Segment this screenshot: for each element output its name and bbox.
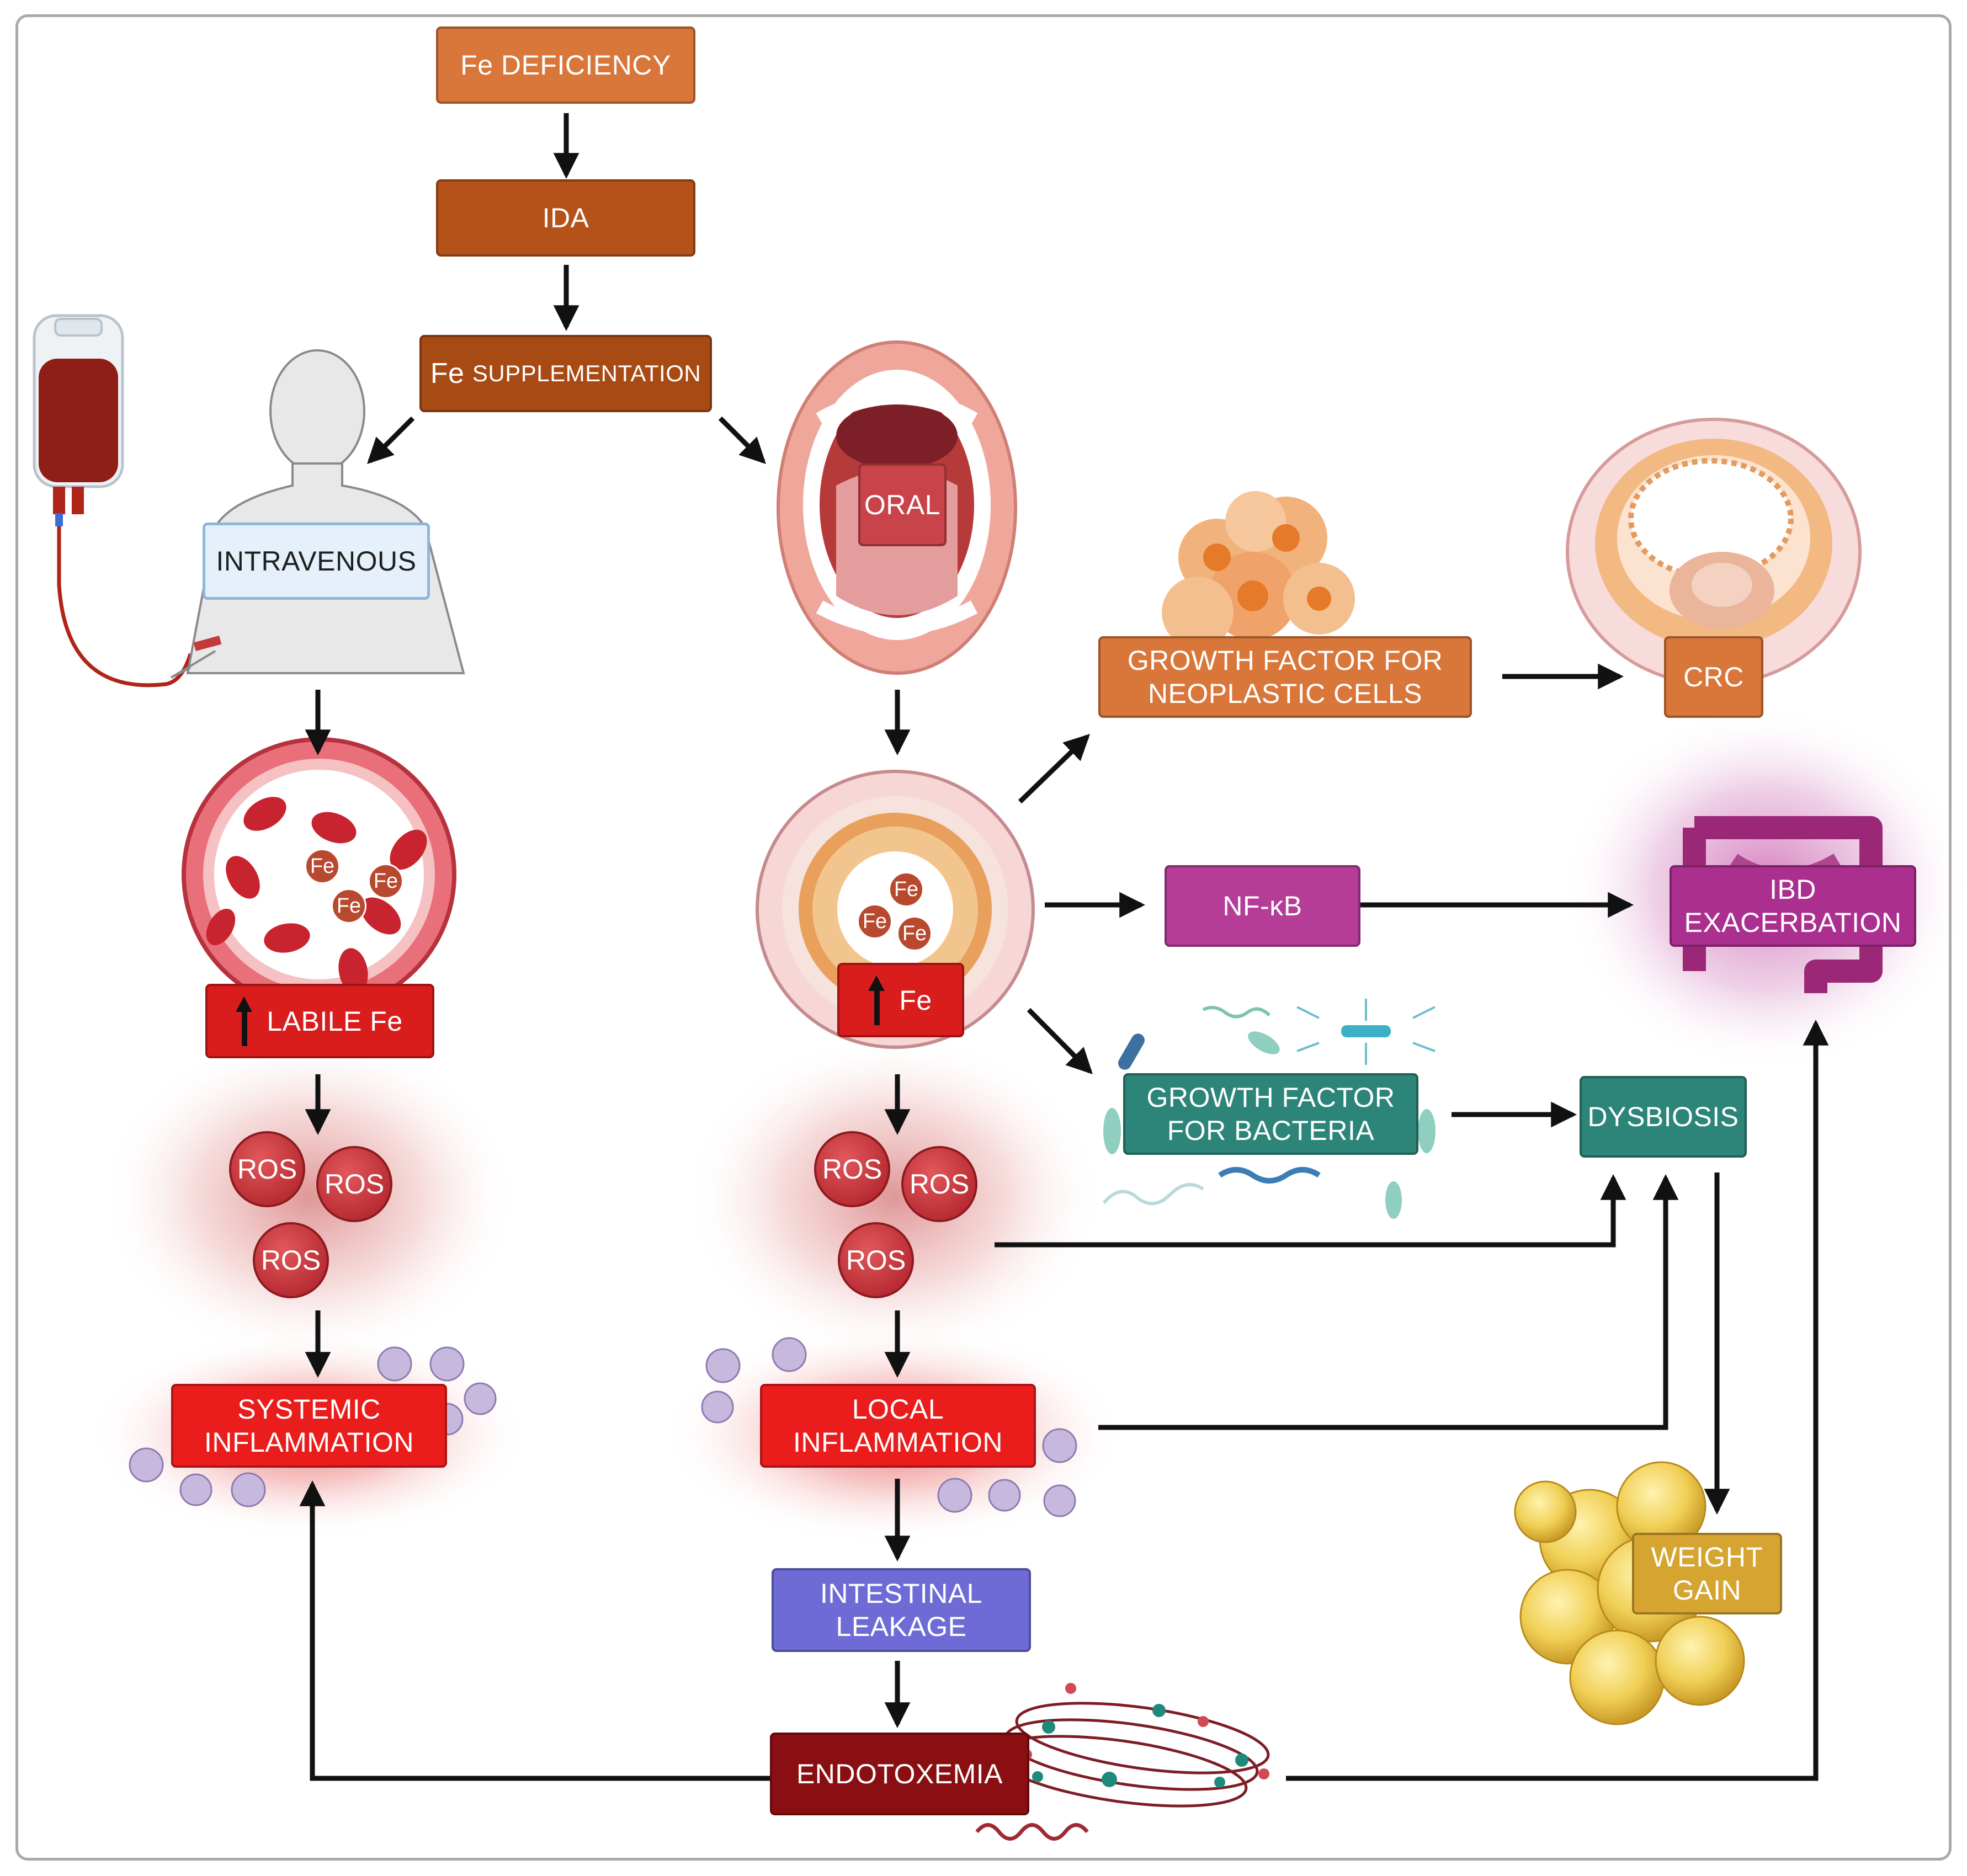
crc-label: CRC — [1683, 662, 1744, 692]
arrow-endotoxemia-to-ibd — [1286, 1019, 1829, 1781]
fe-deficiency-label: Fe DEFICIENCY — [460, 50, 671, 81]
intestinal-leakage-box: INTESTINAL LEAKAGE — [772, 1568, 1031, 1652]
weight-gain-label: WEIGHT GAIN — [1651, 1542, 1763, 1606]
oral-label: ORAL — [864, 489, 941, 520]
arrow-intestine-to-bacteria — [1027, 1008, 1093, 1074]
up-arrow-icon — [236, 996, 253, 1046]
fe-badge: Fe — [897, 916, 932, 951]
fe-badge: Fe — [368, 864, 403, 899]
growth-factor-bacteria-box: GROWTH FACTOR FOR BACTERIA — [1123, 1073, 1418, 1155]
local-inflammation-box: LOCAL INFLAMMATION — [760, 1384, 1036, 1468]
fe-deficiency-box: Fe DEFICIENCY — [436, 26, 695, 104]
crc-box: CRC — [1664, 636, 1763, 718]
fe-badge: Fe — [889, 872, 924, 907]
dysbiosis-box: DYSBIOSIS — [1580, 1076, 1747, 1158]
up-arrow-icon — [868, 975, 885, 1025]
connector-arrows — [299, 113, 1829, 1781]
fe-supplementation-prefix: Fe — [430, 358, 465, 390]
ida-box: IDA — [436, 179, 695, 257]
fe-badge: Fe — [331, 888, 366, 924]
systemic-inflammation-box: SYSTEMIC INFLAMMATION — [171, 1384, 447, 1468]
local-inflammation-label: LOCAL INFLAMMATION — [793, 1394, 1003, 1458]
bacteria-icon — [1102, 999, 1436, 1219]
local-fe-label: Fe — [899, 984, 932, 1016]
dysbiosis-label: DYSBIOSIS — [1587, 1101, 1739, 1132]
intestinal-leakage-label: INTESTINAL LEAKAGE — [820, 1578, 982, 1642]
fe-supplementation-suffix: SUPPLEMENTATION — [472, 360, 701, 386]
fe-badge: Fe — [857, 904, 892, 939]
intravenous-box: INTRAVENOUS — [203, 523, 430, 600]
arrow-endotoxemia-to-systemic — [299, 1480, 770, 1781]
arrow-ros-to-dysbiosis — [995, 1174, 1626, 1248]
growth-factor-neoplastic-box: GROWTH FACTOR FOR NEOPLASTIC CELLS — [1098, 636, 1472, 718]
growth-factor-bacteria-label: GROWTH FACTOR FOR BACTERIA — [1146, 1082, 1395, 1146]
arrow-supplementation-to-oral — [718, 416, 766, 464]
immune-cell-icon — [129, 1337, 1077, 1517]
weight-gain-box: WEIGHT GAIN — [1632, 1533, 1782, 1614]
labile-fe-label: LABILE Fe — [267, 1005, 403, 1037]
fe-badge: Fe — [305, 849, 340, 884]
ibd-exacerbation-label: IBD EXACERBATION — [1684, 874, 1902, 938]
ros-badge: ROS — [253, 1222, 329, 1298]
inflammation-glows — [88, 706, 1967, 1545]
arrow-supplementation-to-intravenous — [367, 416, 415, 464]
local-fe-box: Fe — [837, 963, 964, 1037]
growth-factor-neoplastic-label: GROWTH FACTOR FOR NEOPLASTIC CELLS — [1127, 645, 1443, 709]
colon-cross-section-icon — [1566, 418, 1862, 686]
arrow-local-to-dysbiosis — [1098, 1174, 1679, 1430]
intravenous-label: INTRAVENOUS — [216, 546, 417, 577]
ros-badge: ROS — [901, 1146, 977, 1222]
ida-label: IDA — [542, 202, 589, 233]
iv-bag-icon — [33, 314, 193, 687]
oral-box: ORAL — [858, 463, 947, 546]
ros-badge: ROS — [316, 1146, 392, 1222]
labile-fe-box: LABILE Fe — [205, 984, 434, 1058]
arrow-intestine-to-neoplastic — [1018, 734, 1091, 804]
nfkb-label: NF-κB — [1222, 891, 1303, 921]
ibd-exacerbation-box: IBD EXACERBATION — [1670, 865, 1916, 947]
ros-badge: ROS — [838, 1222, 914, 1298]
ros-badge: ROS — [814, 1131, 890, 1207]
systemic-inflammation-label: SYSTEMIC INFLAMMATION — [204, 1394, 414, 1458]
ros-badge: ROS — [229, 1131, 305, 1207]
nfkb-box: NF-κB — [1165, 865, 1360, 947]
fe-supplementation-box: Fe SUPPLEMENTATION — [419, 335, 712, 412]
tumor-cells-icon — [1162, 491, 1355, 648]
endotoxemia-box: ENDOTOXEMIA — [770, 1733, 1029, 1815]
lipopolysaccharide-icon — [975, 1683, 1270, 1841]
endotoxemia-label: ENDOTOXEMIA — [796, 1758, 1003, 1789]
